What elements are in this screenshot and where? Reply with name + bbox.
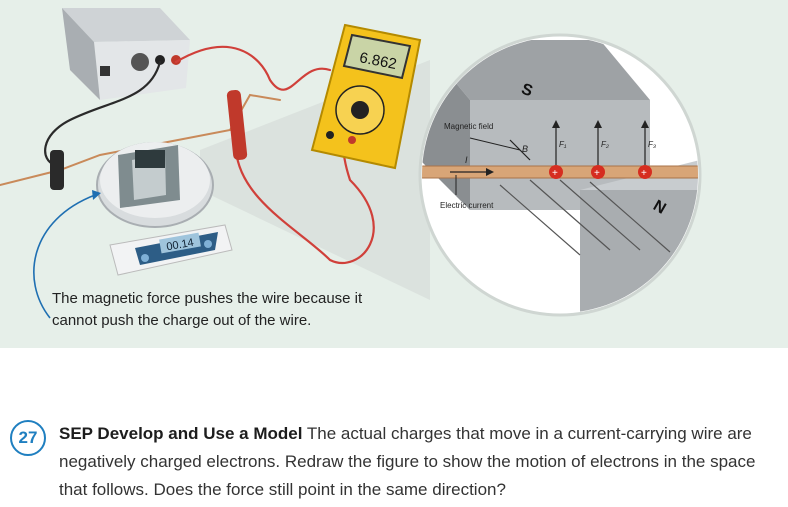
zoom-detail: + + + S [418,33,702,317]
svg-text:+: + [594,168,600,179]
f3-label: F₃ [648,140,656,149]
meter-display: 6.862 [358,49,398,73]
experiment-illustration: 00.14 6.862 [0,8,702,319]
f2-label: F₂ [601,140,609,149]
magnetic-field-label: Magnetic field [444,122,493,131]
question-body: The actual charges that move in a curren… [59,424,756,499]
b-label: B [522,144,528,154]
svg-text:+: + [641,168,647,179]
power-supply [62,8,190,100]
scale-magnet [118,145,180,208]
multimeter: 6.862 [310,23,422,170]
scale-display: 00.14 [166,237,195,254]
i-label: I [465,155,468,165]
f1-label: F₁ [559,140,567,149]
question-number-badge: 27 [10,420,46,456]
svg-text:+: + [552,168,558,179]
question-text: SEP Develop and Use a Model The actual c… [59,420,769,504]
question-title: SEP Develop and Use a Model [59,424,303,443]
electric-current-label: Electric current [440,201,494,210]
caption-arrow [33,194,96,319]
red-alligator-clip [226,89,248,161]
figure-caption: The magnetic force pushes the wire becau… [52,290,363,329]
figure-panel: 00.14 6.862 [0,0,788,348]
black-alligator-clip [50,150,64,190]
